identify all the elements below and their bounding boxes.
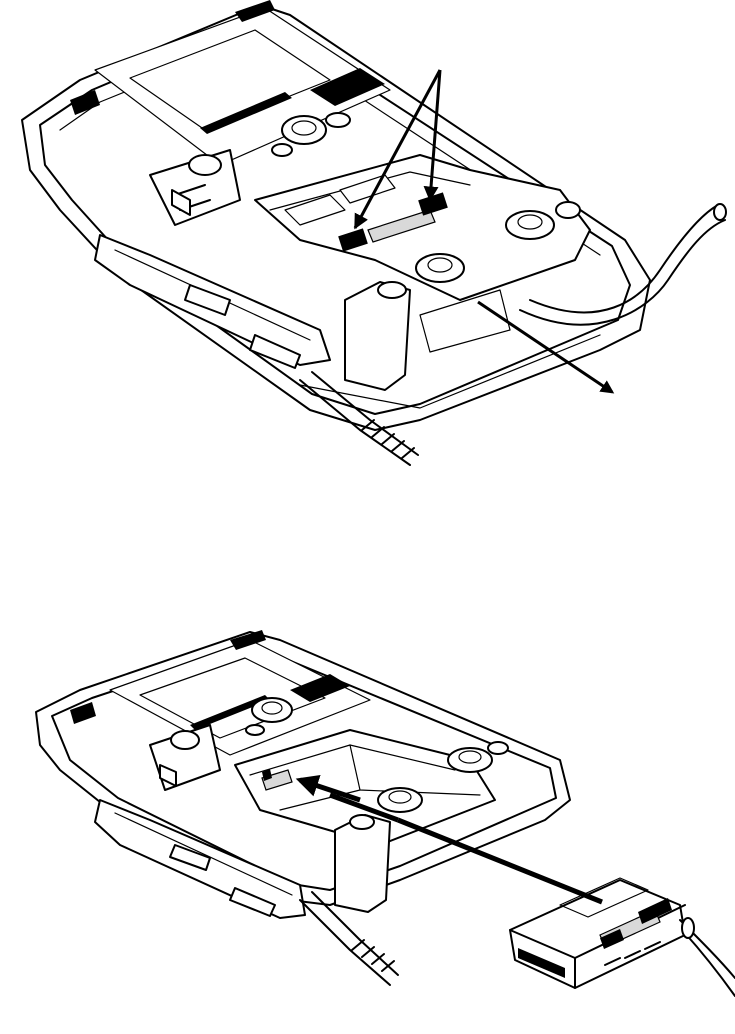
device-housing-top xyxy=(22,0,650,465)
device-housing-bottom xyxy=(36,630,570,985)
panel-step-2 xyxy=(36,630,735,996)
battery-module xyxy=(510,878,735,996)
panel-step-1 xyxy=(22,0,726,465)
stylus-coil-2 xyxy=(352,940,394,971)
